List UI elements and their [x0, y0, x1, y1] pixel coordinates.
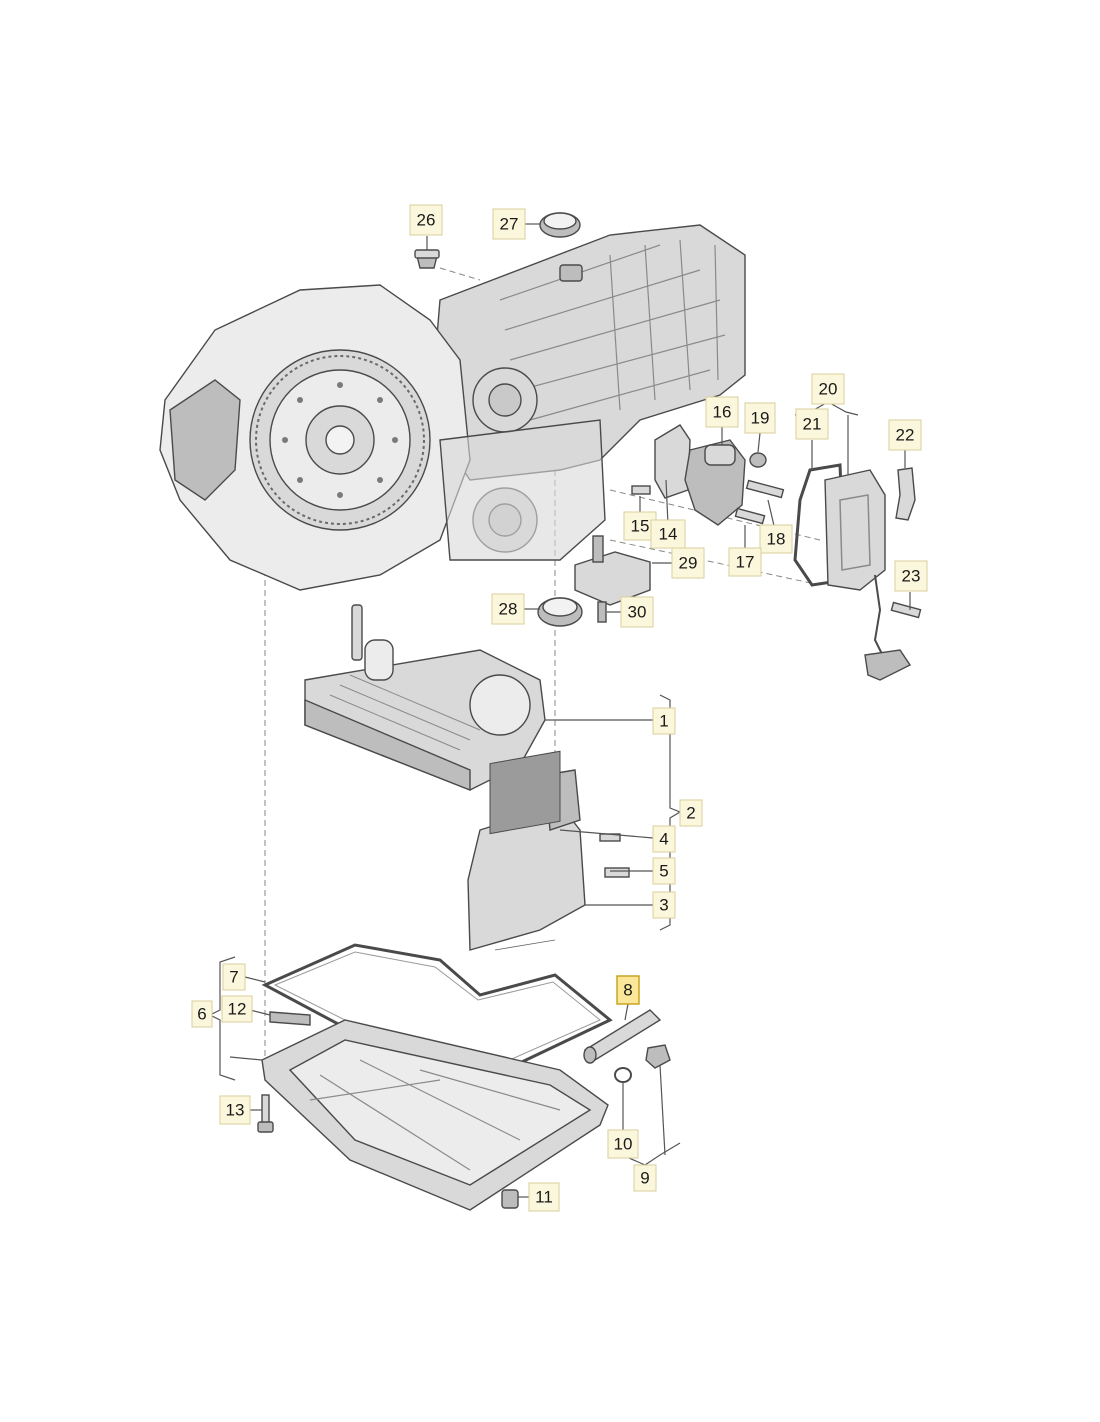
callout-18: 18	[759, 524, 793, 554]
callout-10: 10	[607, 1129, 639, 1159]
seal-28	[537, 597, 583, 627]
svg-text:19: 19	[751, 409, 770, 428]
callout-9: 9	[633, 1164, 657, 1192]
clip-22	[895, 467, 916, 521]
svg-text:5: 5	[659, 862, 668, 881]
svg-text:20: 20	[819, 380, 838, 399]
strip-12	[269, 1011, 311, 1026]
callout-5: 5	[652, 857, 676, 885]
control-module-3	[467, 750, 630, 951]
callout-19: 19	[744, 402, 776, 434]
callout-1: 1	[652, 707, 676, 735]
callout-28: 28	[491, 593, 525, 625]
svg-text:30: 30	[628, 603, 647, 622]
callout-4: 4	[652, 825, 676, 853]
oil-pan-6	[261, 1019, 609, 1211]
svg-text:26: 26	[417, 211, 436, 230]
svg-text:29: 29	[679, 554, 698, 573]
svg-text:10: 10	[614, 1135, 633, 1154]
callout-29: 29	[671, 547, 705, 579]
callouts: 26 27 16 19 20 21 22 15	[191, 204, 928, 1212]
callout-22: 22	[888, 419, 922, 451]
callout-21: 21	[795, 408, 829, 440]
valve-body-1	[304, 604, 546, 792]
svg-text:8: 8	[623, 981, 632, 1000]
svg-text:28: 28	[499, 600, 518, 619]
svg-text:6: 6	[197, 1005, 206, 1024]
callout-12: 12	[221, 995, 253, 1023]
svg-text:2: 2	[686, 804, 695, 823]
callout-14: 14	[650, 519, 686, 549]
callout-27: 27	[492, 208, 526, 240]
svg-text:21: 21	[803, 415, 822, 434]
callout-13: 13	[219, 1095, 251, 1125]
svg-text:13: 13	[226, 1101, 245, 1120]
tube-8	[583, 1009, 662, 1064]
svg-text:14: 14	[659, 525, 678, 544]
callout-6: 6	[191, 1000, 213, 1028]
callout-3: 3	[652, 891, 676, 919]
svg-text:11: 11	[535, 1188, 553, 1207]
svg-text:22: 22	[896, 426, 915, 445]
callout-16: 16	[705, 396, 739, 428]
callout-17: 17	[728, 547, 762, 577]
svg-text:23: 23	[902, 567, 921, 586]
svg-text:18: 18	[767, 530, 786, 549]
svg-text:7: 7	[229, 968, 238, 987]
callout-23: 23	[894, 560, 928, 592]
callout-30: 30	[620, 596, 654, 628]
svg-text:17: 17	[736, 553, 755, 572]
transmission-housing	[159, 224, 746, 591]
cover-assembly	[793, 463, 912, 681]
plug-26	[414, 249, 440, 269]
callout-8: 8	[616, 975, 640, 1005]
bolt-23	[890, 601, 922, 619]
bolt-13	[257, 1094, 274, 1133]
svg-text:4: 4	[659, 830, 668, 849]
callout-11: 11	[528, 1182, 560, 1212]
callout-7: 7	[222, 963, 246, 991]
callout-20: 20	[811, 373, 845, 405]
washer-10	[614, 1067, 632, 1083]
plug-11	[501, 1189, 519, 1209]
svg-text:9: 9	[640, 1169, 649, 1188]
seal-27	[539, 212, 581, 238]
callout-26: 26	[409, 204, 443, 236]
plug-9	[645, 1044, 671, 1069]
svg-text:27: 27	[500, 215, 519, 234]
svg-text:1: 1	[659, 712, 668, 731]
svg-text:15: 15	[631, 517, 650, 536]
svg-text:12: 12	[228, 1000, 247, 1019]
sensor-29	[574, 535, 651, 623]
svg-text:3: 3	[659, 896, 668, 915]
svg-text:16: 16	[713, 403, 732, 422]
callout-2: 2	[679, 799, 703, 827]
actuator-assembly	[631, 424, 785, 526]
